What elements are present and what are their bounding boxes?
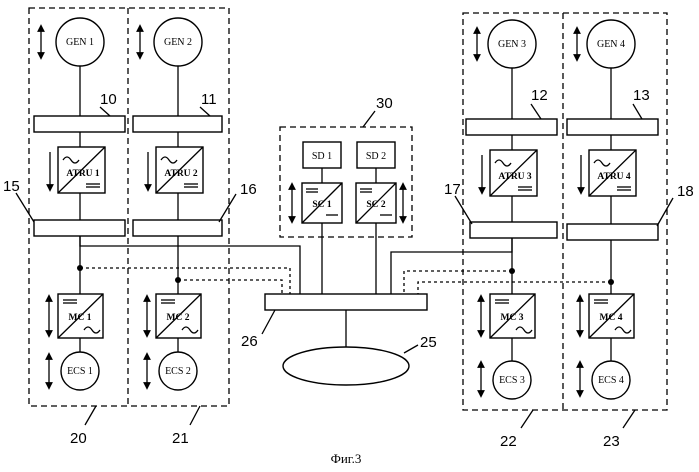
starter-group: SD 1 SD 2 SC 1 SC 2 bbox=[292, 142, 403, 223]
ecs-2-label: ECS 2 bbox=[165, 366, 191, 377]
generator-3-label: GEN 3 bbox=[498, 39, 526, 50]
sd-1-label: SD 1 bbox=[312, 151, 332, 162]
group-20-21-outline bbox=[29, 8, 229, 406]
atru-4-label: ATRU 4 bbox=[597, 172, 631, 182]
sd-2-label: SD 2 bbox=[366, 151, 386, 162]
sc-1-label: SC 1 bbox=[312, 200, 332, 210]
bus-10 bbox=[34, 116, 125, 132]
ref-16: 16 bbox=[240, 181, 257, 198]
atru-1-label: ATRU 1 bbox=[66, 169, 100, 179]
ecs-4-label: ECS 4 bbox=[598, 375, 624, 386]
ecs-3-label: ECS 3 bbox=[499, 375, 525, 386]
mc-1-label: MC 1 bbox=[69, 313, 92, 323]
channel-1: GEN 1 ATRU 1 MC 1 ECS 1 bbox=[34, 18, 125, 390]
ref-18: 18 bbox=[677, 183, 694, 200]
ref-12: 12 bbox=[531, 87, 548, 104]
mc-2-label: MC 2 bbox=[167, 313, 190, 323]
bus-16 bbox=[133, 220, 222, 236]
ref-11: 11 bbox=[201, 91, 217, 108]
generator-1-label: GEN 1 bbox=[66, 37, 94, 48]
channel-3: GEN 3 ATRU 3 MC 3 ECS 3 bbox=[466, 20, 557, 399]
mc-3-label: MC 3 bbox=[501, 313, 524, 323]
generator-4-label: GEN 4 bbox=[597, 39, 625, 50]
bus-11 bbox=[133, 116, 222, 132]
generator-2-label: GEN 2 bbox=[164, 37, 192, 48]
ref-26: 26 bbox=[241, 333, 258, 350]
ecs-1-label: ECS 1 bbox=[67, 366, 93, 377]
bus-17 bbox=[470, 222, 557, 238]
load-25 bbox=[283, 347, 409, 385]
ref-30: 30 bbox=[376, 95, 393, 112]
sc-2-label: SC 2 bbox=[366, 200, 386, 210]
ref-17: 17 bbox=[444, 181, 461, 198]
mc-4-label: MC 4 bbox=[600, 313, 623, 323]
ref-10: 10 bbox=[100, 91, 117, 108]
atru-2-label: ATRU 2 bbox=[164, 169, 198, 179]
bus-13 bbox=[567, 119, 658, 135]
bus-12 bbox=[466, 119, 557, 135]
group-22-23-outline bbox=[463, 13, 667, 410]
bus-15 bbox=[34, 220, 125, 236]
atru-3-label: ATRU 3 bbox=[498, 172, 532, 182]
figure-caption: Фиг.3 bbox=[331, 451, 362, 466]
channel-2: GEN 2 ATRU 2 MC 2 ECS 2 bbox=[133, 18, 222, 390]
bus-26 bbox=[265, 294, 427, 310]
bus-18 bbox=[567, 224, 658, 240]
ref-13: 13 bbox=[633, 87, 650, 104]
ref-21: 21 bbox=[172, 430, 189, 447]
ref-23: 23 bbox=[603, 433, 620, 450]
ref-22: 22 bbox=[500, 433, 517, 450]
channel-4: GEN 4 ATRU 4 MC 4 ECS 4 bbox=[567, 20, 658, 399]
ref-20: 20 bbox=[70, 430, 87, 447]
ref-15: 15 bbox=[3, 178, 20, 195]
ref-25: 25 bbox=[420, 334, 437, 351]
